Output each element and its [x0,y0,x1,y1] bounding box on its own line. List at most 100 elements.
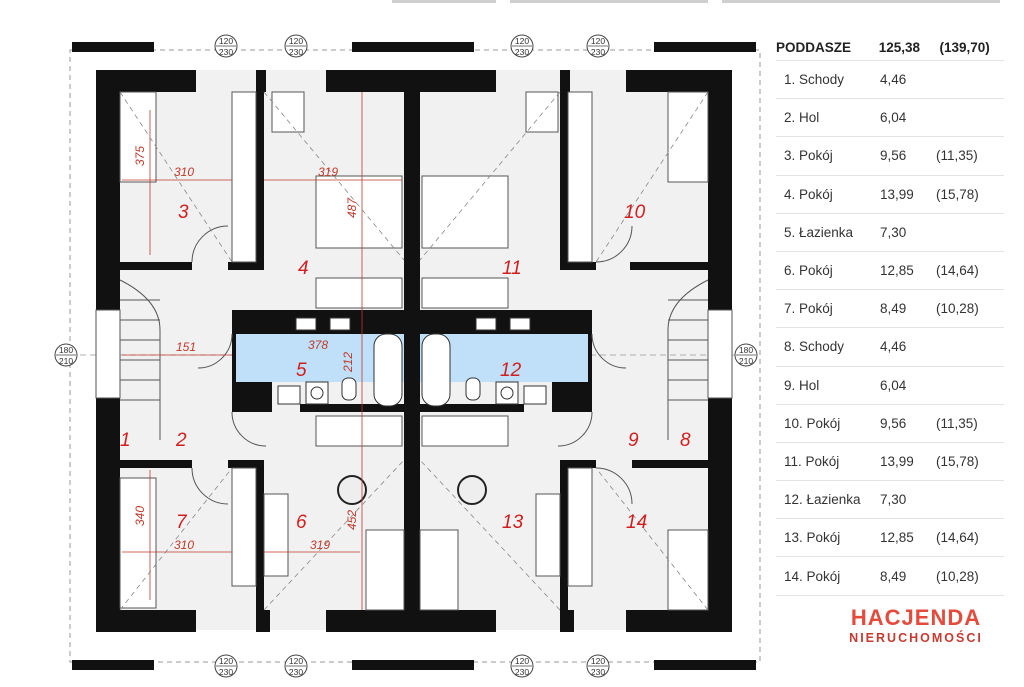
row-name: 14. Pokój [784,568,841,584]
window-marker-text: 230 [515,47,529,57]
row-area: 9,56 [880,415,907,431]
window-marker-text: 210 [59,356,73,366]
logo-line-1: HACJENDA [850,605,982,630]
room-number-6: 6 [296,512,307,533]
window-marker-text: 120 [515,36,529,46]
room-number-12: 12 [500,360,522,381]
exterior-walls [96,70,732,632]
row-name: 11. Pokój [784,453,840,469]
party-wall [404,70,420,630]
window-marker-text: 120 [219,656,233,666]
window-marker-text: 230 [219,47,233,57]
row-name: 3. Pokój [784,148,833,164]
dim-378: 378 [308,338,328,352]
row-name: 9. Hol [784,377,820,393]
room-number-5: 5 [296,360,307,381]
row-area: 12,85 [880,530,914,546]
window-markers: 1202301202301202301202301202301202301202… [54,34,758,678]
row-gross: (14,64) [936,530,979,546]
area-table-header: PODDASZE 125,38 (139,70) [776,34,1004,61]
dim-375: 375 [133,146,147,166]
row-gross: (15,78) [936,186,979,202]
window-marker-text: 180 [59,345,73,355]
header-floor-name: PODDASZE [776,39,852,55]
area-table-row: 5. Łazienka 7,30 [776,214,1004,252]
window-marker-text: 120 [289,656,303,666]
row-area: 8,49 [880,568,907,584]
furniture [119,91,709,611]
dim-452: 452 [345,510,359,530]
dimension-lines [122,92,402,610]
window-marker-text: 210 [739,356,753,366]
floor-plan: 1202301202301202301202301202301202301202… [54,34,761,678]
dim-310-bottom: 310 [174,538,194,552]
area-table-row: 9. Hol 6,04 [776,367,1004,405]
room-number-11: 11 [502,258,522,279]
top-tab-line-1 [392,0,496,3]
room-number-14: 14 [626,512,647,533]
interior-walls [120,92,708,610]
room-number-4: 4 [298,258,309,279]
row-area: 13,99 [880,186,914,202]
area-table-row: 12. Łazienka 7,30 [776,481,1004,520]
area-table-row: 4. Pokój 13,99 (15,78) [776,176,1004,214]
vents [337,475,487,505]
room-number-7: 7 [176,512,188,533]
window-marker-text: 230 [515,667,529,677]
window-marker-text: 120 [515,656,529,666]
row-gross: (10,28) [936,301,979,317]
row-area: 7,30 [880,492,907,508]
window-marker-text: 120 [219,36,233,46]
area-table-row: 11. Pokój 13,99 (15,78) [776,443,1004,482]
window-marker-text: 230 [591,47,605,57]
row-name: 12. Łazienka [784,492,861,508]
dim-319-bottom: 319 [310,538,330,552]
window-marker-text: 230 [591,667,605,677]
row-name: 2. Hol [784,110,820,126]
bath-fixtures [277,317,547,407]
door-swings [191,225,633,505]
side-windows [95,309,733,399]
row-name: 10. Pokój [784,415,841,431]
top-tab-line-2 [510,0,708,3]
header-area: 125,38 [878,39,921,55]
hacjenda-logo: HACJENDA NIERUCHOMOŚCI [836,606,996,646]
row-name: 5. Łazienka [784,224,854,240]
dim-310-top: 310 [174,165,194,179]
window-marker-text: 230 [289,47,303,57]
row-area: 4,46 [880,72,907,88]
row-name: 6. Pokój [784,263,833,279]
room-number-13: 13 [502,512,524,533]
row-name: 4. Pokój [784,186,833,202]
dimension-labels: 375 310 319 487 151 378 212 340 310 319 … [133,146,359,552]
row-gross: (11,35) [936,148,978,164]
row-area: 6,04 [880,377,907,393]
room-number-10: 10 [624,202,646,223]
row-gross: (15,78) [936,453,979,469]
logo-line-2: NIERUCHOMOŚCI [849,631,983,645]
room-number-9: 9 [628,430,639,451]
row-area: 7,30 [880,224,907,240]
dim-319-top: 319 [318,165,338,179]
window-marker-text: 120 [591,36,605,46]
header-gross-area: (139,70) [939,39,990,55]
row-name: 13. Pokój [784,530,841,546]
row-area: 13,99 [880,453,914,469]
stairs [119,279,709,440]
area-table-row: 2. Hol 6,04 [776,99,1004,138]
row-area: 6,04 [880,110,907,126]
window-marker-text: 120 [289,36,303,46]
